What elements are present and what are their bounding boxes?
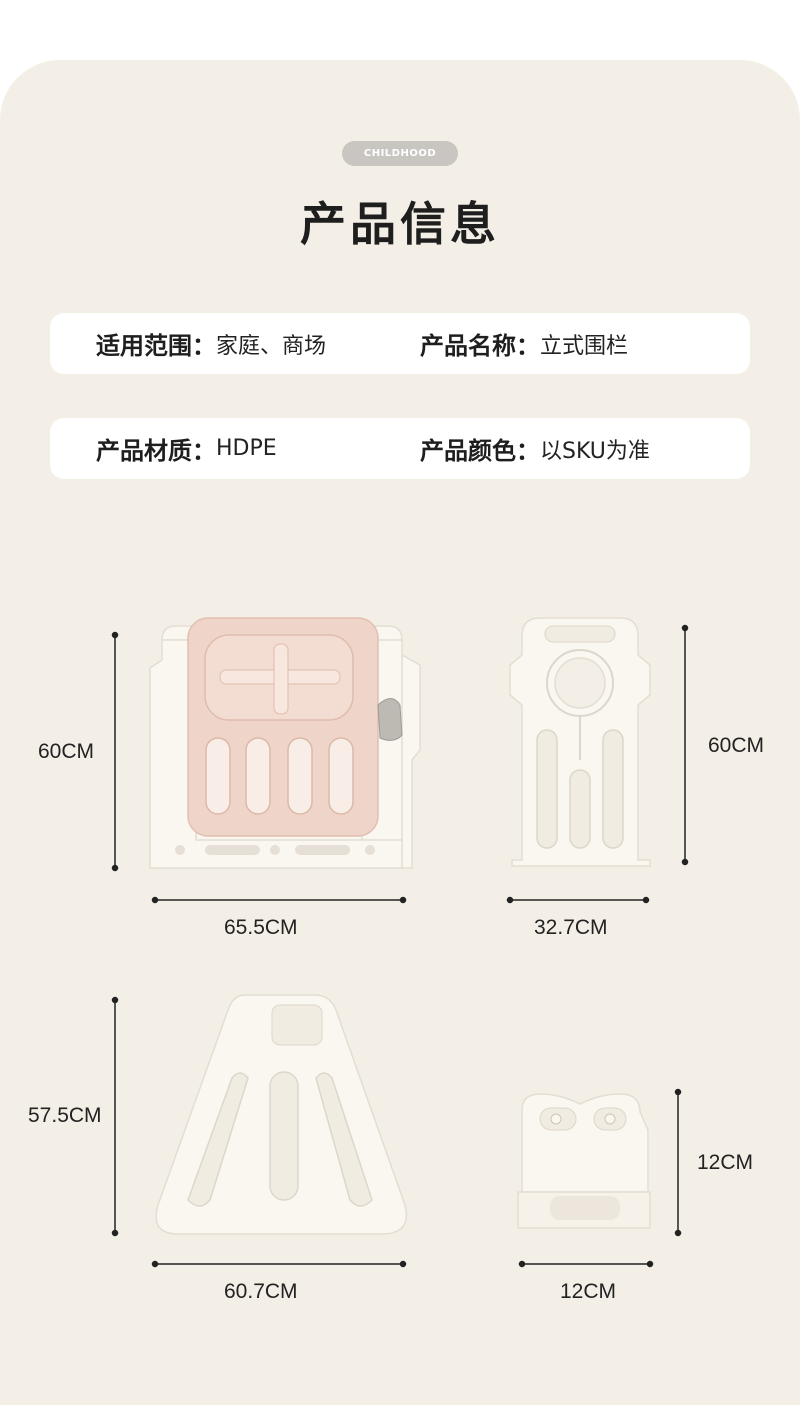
door-panel-width: 65.5CM [224, 916, 298, 939]
page-title: 产品信息 [300, 197, 500, 251]
info-label: 产品材质： [96, 437, 216, 465]
info-value: 以SKU为准 [540, 438, 650, 464]
door-panel-image [149, 617, 421, 869]
dimension-lines [111, 624, 689, 1268]
triangle-support-image [155, 994, 408, 1235]
info-label: 产品名称： [420, 332, 540, 360]
standard-panel-image [509, 617, 651, 867]
info-color: 产品颜色： 以SKU为准 [420, 418, 650, 479]
triangle-support-width: 60.7CM [224, 1280, 298, 1303]
info-product-name: 产品名称： 立式围栏 [420, 313, 628, 374]
info-row-1: 适用范围： 家庭、商场 产品名称： 立式围栏 [50, 313, 750, 374]
info-label: 适用范围： [96, 332, 216, 360]
info-usage: 适用范围： 家庭、商场 [96, 313, 326, 374]
info-material: 产品材质： HDPE [96, 418, 277, 479]
door-panel-height: 60CM [38, 740, 95, 763]
triangle-support-height: 57.5CM [28, 1104, 102, 1127]
standard-panel-height: 60CM [708, 734, 765, 757]
standard-panel-width: 32.7CM [534, 916, 608, 939]
info-value: 家庭、商场 [216, 333, 327, 359]
info-row-2: 产品材质： HDPE 产品颜色： 以SKU为准 [50, 418, 750, 479]
base-connector-image [517, 1093, 651, 1229]
brand-badge: CHILDHOOD [342, 141, 458, 166]
base-connector-height: 12CM [697, 1151, 754, 1174]
info-value: HDPE [216, 436, 277, 461]
info-label: 产品颜色： [420, 437, 540, 465]
base-connector-width: 12CM [560, 1280, 617, 1303]
info-value: 立式围栏 [540, 333, 629, 359]
